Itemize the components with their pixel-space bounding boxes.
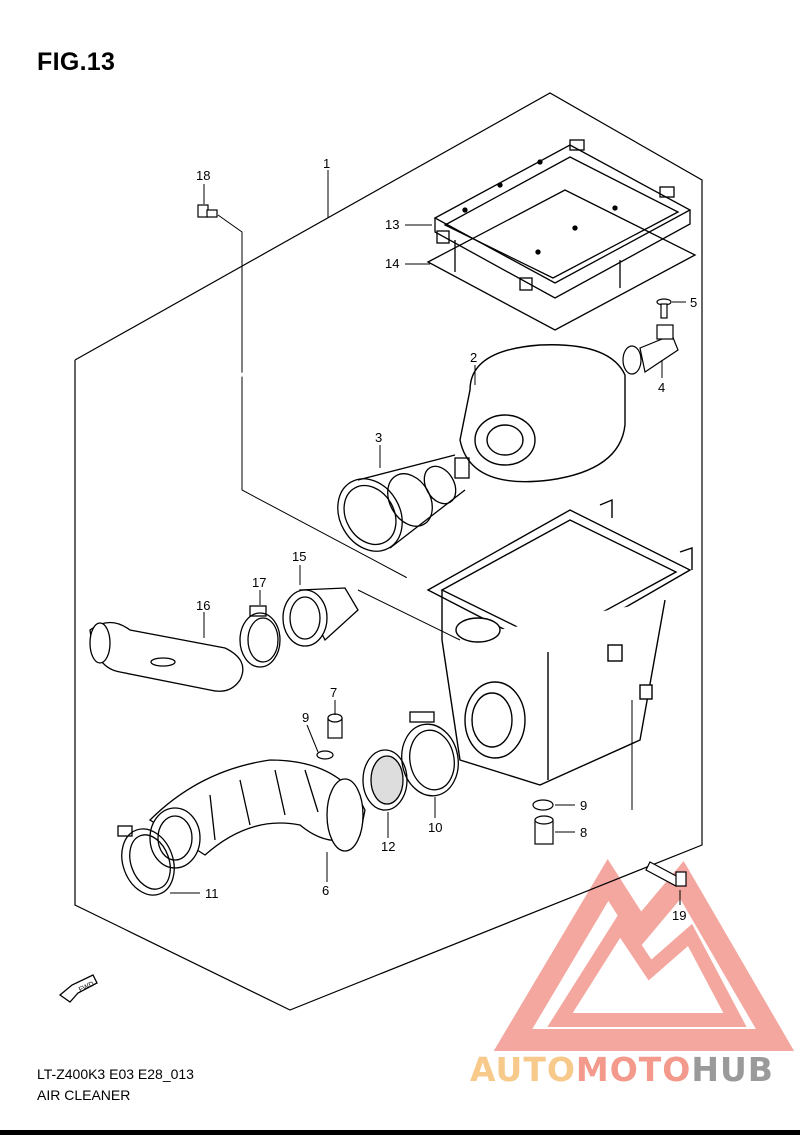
watermark-part-hub: HUB (691, 1050, 774, 1089)
clip-4 (622, 324, 679, 375)
sensor-7 (327, 713, 343, 739)
label-part-1: 1 (323, 156, 330, 171)
label-part-10: 10 (428, 820, 442, 835)
label-part-12: 12 (381, 839, 395, 854)
label-part-18: 18 (196, 168, 210, 183)
air-cleaner-case (426, 498, 693, 786)
label-part-3: 3 (375, 430, 382, 445)
label-part-7: 7 (330, 685, 337, 700)
figure-name: AIR CLEANER (37, 1087, 131, 1103)
inlet-joint (282, 587, 359, 647)
label-part-14: 14 (385, 256, 399, 271)
screw-5 (656, 298, 672, 319)
drain-plug-8 (534, 815, 554, 845)
bottom-border (0, 1130, 800, 1135)
bolt-19 (645, 861, 687, 887)
clamp-9b (532, 799, 554, 811)
label-part-8: 8 (580, 825, 587, 840)
label-part-9a: 9 (302, 710, 309, 725)
label-part-5: 5 (690, 295, 697, 310)
element-cage (337, 454, 470, 552)
bolt-18 (197, 204, 218, 218)
clamp-9a (316, 750, 334, 760)
label-part-2: 2 (470, 350, 477, 365)
cap-assembly (426, 139, 697, 331)
figure-title: FIG.13 (37, 48, 116, 76)
screen-12 (362, 749, 408, 811)
fwd-arrow: FWD (58, 974, 98, 1003)
label-part-11: 11 (205, 886, 219, 901)
assembly-frame (74, 92, 703, 1011)
label-part-16: 16 (196, 598, 210, 613)
figure-code: LT-Z400K3 E03 E28_013 (37, 1066, 194, 1082)
label-part-15: 15 (292, 549, 306, 564)
label-part-13: 13 (385, 217, 399, 232)
filter-element (459, 344, 626, 483)
label-part-6: 6 (322, 883, 329, 898)
watermark-text: AUTOMOTOHUB (470, 1050, 774, 1089)
outlet-hose (148, 759, 366, 869)
clamp-17 (239, 605, 281, 668)
watermark-part-moto: MOTO (575, 1050, 692, 1089)
label-part-19: 19 (672, 908, 686, 923)
inlet-hose (89, 621, 244, 692)
clamp-11 (117, 825, 175, 896)
label-part-9b: 9 (580, 798, 587, 813)
watermark-part-auto: AUTO (470, 1050, 576, 1089)
watermark-logo (493, 859, 795, 1051)
clamp-10 (401, 711, 459, 797)
label-part-4: 4 (658, 380, 665, 395)
label-part-17: 17 (252, 575, 266, 590)
